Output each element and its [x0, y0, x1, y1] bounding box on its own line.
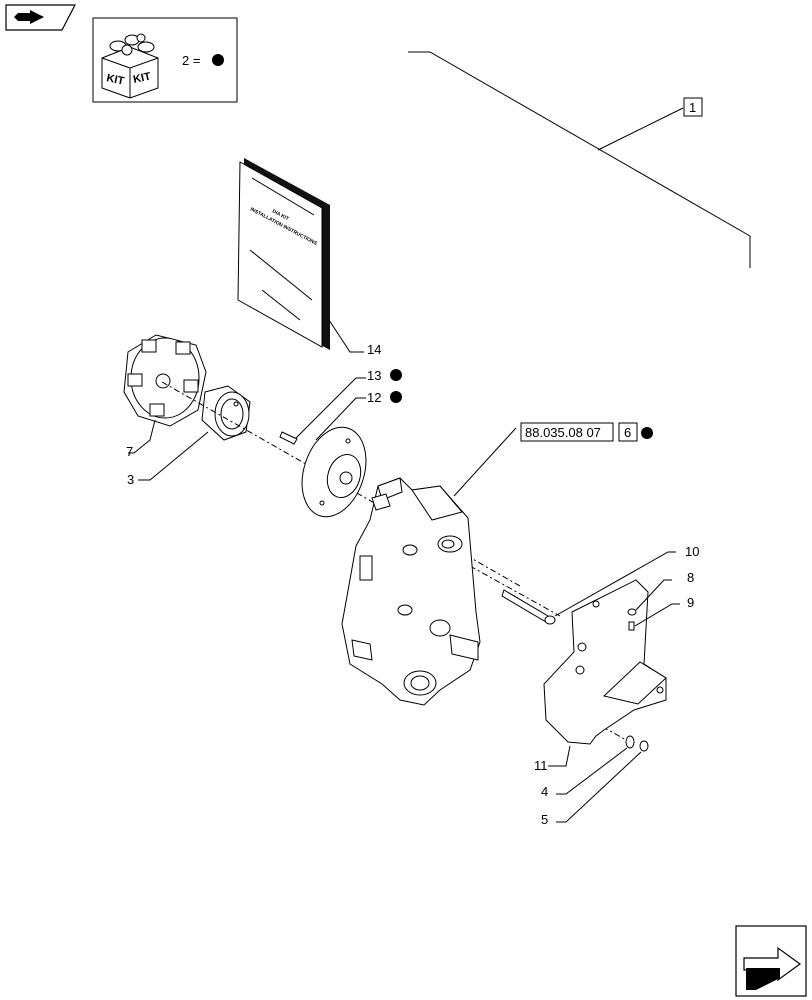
callout-10: 10 — [685, 544, 699, 559]
callout-9: 9 — [687, 595, 694, 610]
callout-12: 12 — [367, 390, 381, 405]
kit-label-left: KIT — [105, 72, 125, 87]
kit-legend: KIT KIT 2 = — [92, 17, 238, 103]
back-button[interactable] — [5, 4, 76, 31]
washer-small: 8 — [627, 570, 694, 616]
callout-13: 13 — [367, 368, 381, 383]
kit-marker-dot — [212, 54, 224, 66]
kit-box-icon: KIT KIT — [101, 33, 159, 99]
gearbox-ref-number: 6 — [624, 425, 631, 440]
bolt-axis-line — [469, 565, 561, 617]
instruction-book: DIA KIT INSTALLATION INSTRUCTIONS 14 — [237, 158, 381, 357]
callout-11: 11 — [534, 758, 548, 773]
callout-13-kit-dot — [390, 369, 402, 381]
screw-small: 9 — [628, 595, 694, 631]
callout-1-leader: 1 — [408, 51, 751, 268]
pin: 13 — [279, 368, 402, 445]
next-button[interactable] — [735, 925, 807, 997]
callout-5: 5 — [541, 812, 548, 827]
kit-label-right: KIT — [132, 70, 152, 85]
callout-7: 7 — [126, 444, 133, 459]
gearbox-ref-code: 88.035.08 07 — [525, 425, 601, 440]
bolt: 10 — [501, 544, 699, 625]
callout-1: 1 — [689, 100, 696, 115]
sleeve-bushing: 3 — [127, 385, 251, 487]
forward-arrow-icon — [743, 946, 802, 990]
callout-4: 4 — [541, 784, 548, 799]
coupling-element: 7 — [123, 334, 207, 459]
kit-legend-equation: 2 = — [182, 53, 200, 68]
guard-bracket: 11 — [534, 579, 667, 773]
washer: 4 — [541, 735, 635, 799]
gearbox-housing: 88.035.08 07 6 — [341, 422, 653, 706]
callout-8: 8 — [687, 570, 694, 585]
screw: 5 — [541, 740, 649, 827]
callout-3: 3 — [127, 472, 134, 487]
callout-12-kit-dot — [390, 391, 402, 403]
gearbox-kit-dot — [641, 427, 653, 439]
screw-axis-line — [589, 719, 631, 743]
callout-14: 14 — [367, 342, 381, 357]
folded-arrow-back-icon — [14, 10, 44, 24]
flange: 12 — [301, 390, 402, 518]
